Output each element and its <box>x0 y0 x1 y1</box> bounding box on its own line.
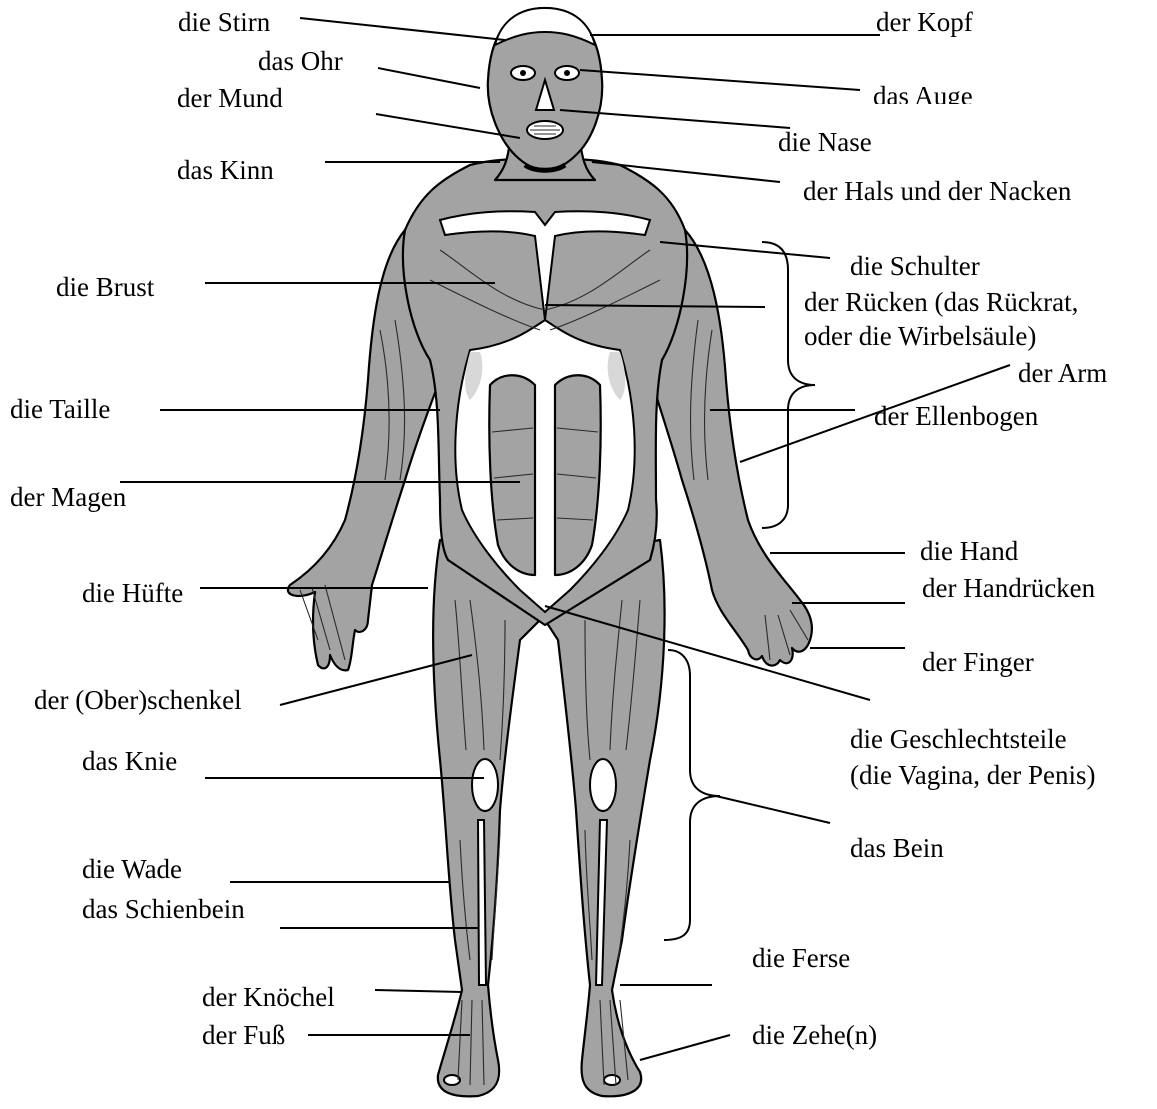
label-auge: das Auge <box>873 80 973 104</box>
label-zehe: die Zehe(n) <box>752 1019 877 1051</box>
label-kinn: das Kinn <box>177 154 274 186</box>
human-body-illustration <box>288 8 812 1096</box>
label-schulter: die Schulter <box>850 250 980 282</box>
label-ruecken-2: oder die Wirbelsäule) <box>804 320 1036 352</box>
label-wade: die Wade <box>82 853 182 885</box>
label-bein: das Bein <box>850 832 944 864</box>
label-kopf: der Kopf <box>876 6 973 38</box>
label-ellenbogen: der Ellenbogen <box>874 400 1038 432</box>
label-magen: der Magen <box>10 481 126 513</box>
label-mund: der Mund <box>177 82 283 114</box>
label-nase: die Nase <box>778 126 872 158</box>
label-ferse: die Ferse <box>752 942 850 974</box>
label-fuss: der Fuß <box>202 1019 285 1051</box>
label-finger: der Finger <box>922 646 1034 678</box>
label-huefte: die Hüfte <box>82 577 183 609</box>
label-oberschenkel: der (Ober)schenkel <box>34 684 242 716</box>
label-schienbein: das Schienbein <box>82 893 245 925</box>
label-hand: die Hand <box>920 535 1018 567</box>
label-knoechel: der Knöchel <box>202 981 335 1013</box>
label-geschlechtsteile-2: (die Vagina, der Penis) <box>850 759 1095 791</box>
label-handruecken: der Handrücken <box>922 572 1095 604</box>
label-brust: die Brust <box>56 271 154 303</box>
label-geschlechtsteile-1: die Geschlechtsteile <box>850 723 1067 755</box>
label-arm: der Arm <box>1018 357 1107 389</box>
label-knie: das Knie <box>82 745 177 777</box>
label-stirn: die Stirn <box>178 6 270 38</box>
label-ohr: das Ohr <box>258 45 343 77</box>
label-hals: der Hals und der Nacken <box>803 175 1071 207</box>
arm-brace <box>762 242 815 528</box>
leg-brace <box>664 650 720 940</box>
label-ruecken-1: der Rücken (das Rückrat, <box>804 286 1078 318</box>
label-taille: die Taille <box>10 393 110 425</box>
